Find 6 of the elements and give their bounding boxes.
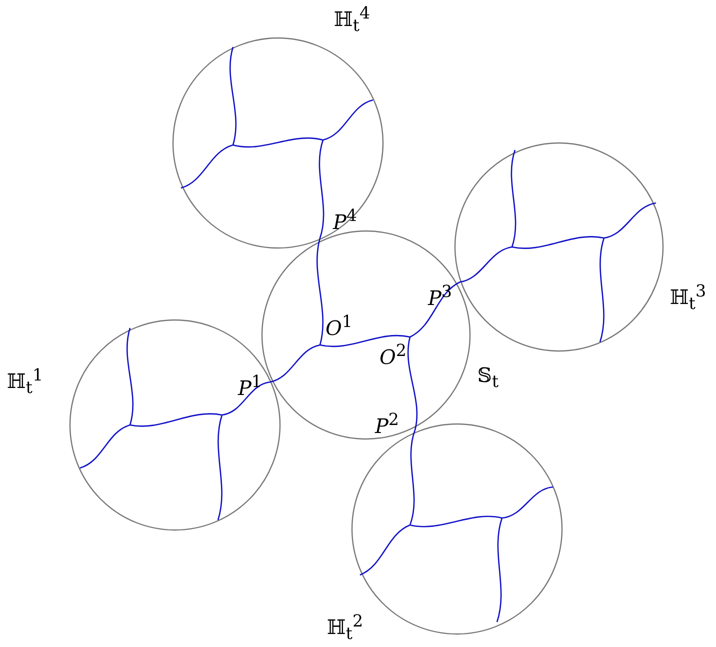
- point-label: O$^{1}$: [326, 314, 352, 338]
- point-label: P$^{4}$: [332, 208, 358, 232]
- set-label: 𝕊$_{t}$: [477, 365, 499, 391]
- point-label: P$^{1}$: [238, 374, 262, 398]
- point-label: O$^{2}$: [380, 343, 406, 367]
- point-label: P$^{2}$: [374, 412, 400, 436]
